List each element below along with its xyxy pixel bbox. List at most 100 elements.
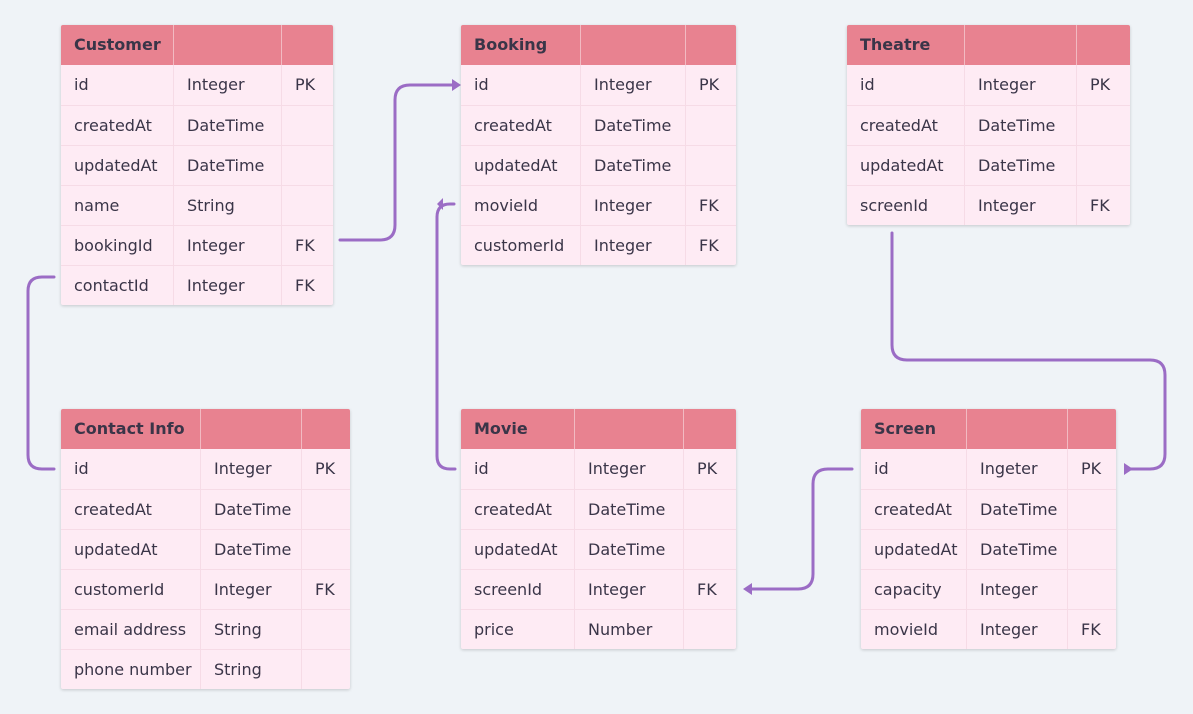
field-type: DateTime <box>581 145 686 185</box>
field-type: DateTime <box>575 489 684 529</box>
field-type: Integer <box>575 449 684 489</box>
field-type: Integer <box>967 609 1068 649</box>
connector-customer-booking <box>338 83 457 242</box>
field-type: Integer <box>581 185 686 225</box>
field-key <box>686 105 736 145</box>
field-key: FK <box>1068 609 1116 649</box>
field-name: createdAt <box>861 489 967 529</box>
field-key <box>282 185 333 225</box>
field-key <box>302 529 350 569</box>
field-key <box>1068 489 1116 529</box>
field-type: Number <box>575 609 684 649</box>
header-spacer <box>581 25 686 65</box>
field-name: id <box>61 449 201 489</box>
field-key <box>282 105 333 145</box>
field-key: FK <box>282 265 333 305</box>
field-name: capacity <box>861 569 967 609</box>
field-name: id <box>61 65 174 105</box>
field-name: email address <box>61 609 201 649</box>
field-name: id <box>847 65 965 105</box>
field-name: updatedAt <box>461 529 575 569</box>
field-key <box>1077 105 1130 145</box>
entity-title: Contact Info <box>61 409 201 449</box>
field-key: PK <box>1090 75 1111 94</box>
arrowhead-screen-id <box>1124 463 1133 475</box>
field-type: DateTime <box>967 529 1068 569</box>
field-name: price <box>461 609 575 649</box>
field-type: DateTime <box>967 489 1068 529</box>
field-key: PK <box>699 75 720 94</box>
field-type: Ingeter <box>967 449 1068 489</box>
entity-header: Contact Info <box>61 409 350 449</box>
header-spacer <box>684 409 736 449</box>
header-spacer <box>575 409 684 449</box>
field-key <box>302 649 350 689</box>
arrowhead-booking-id <box>452 79 461 91</box>
header-spacer <box>1077 25 1130 65</box>
field-type: String <box>201 649 302 689</box>
arrowhead-booking-movieid <box>437 198 443 210</box>
connector-movie-screen <box>746 467 854 591</box>
field-name: phone number <box>61 649 201 689</box>
field-key: FK <box>686 185 736 225</box>
field-key <box>302 609 350 649</box>
field-name: updatedAt <box>461 145 581 185</box>
field-key: FK <box>282 225 333 265</box>
header-spacer <box>302 409 350 449</box>
field-type: DateTime <box>201 529 302 569</box>
field-type: Integer <box>201 449 302 489</box>
field-type: Integer <box>174 265 282 305</box>
field-key <box>1068 529 1116 569</box>
entity-title: Theatre <box>847 25 965 65</box>
field-name: id <box>461 449 575 489</box>
field-type: DateTime <box>174 145 282 185</box>
field-type: Integer <box>174 225 282 265</box>
field-type: DateTime <box>575 529 684 569</box>
entity-header: Booking <box>461 25 736 65</box>
field-name: name <box>61 185 174 225</box>
field-name: updatedAt <box>861 529 967 569</box>
field-key: PK <box>697 459 718 478</box>
field-key: PK <box>295 75 316 94</box>
entity-title: Customer <box>61 25 174 65</box>
field-name: createdAt <box>61 489 201 529</box>
entity-title: Booking <box>461 25 581 65</box>
